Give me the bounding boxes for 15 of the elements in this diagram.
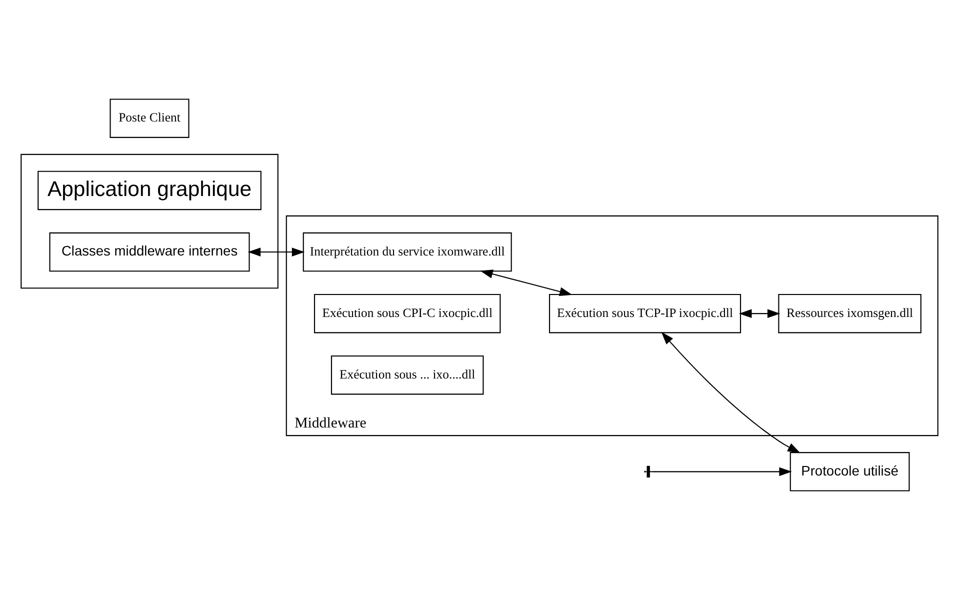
arrow: [480, 269, 572, 296]
node-box: Exécution sous ... ixo....dll: [330, 354, 484, 394]
node-box: Poste Client: [110, 98, 190, 138]
arrow: [248, 247, 305, 256]
arrow: [646, 466, 792, 476]
arrow: [661, 331, 800, 453]
node-box: Exécution sous TCP-IP ixocpic.dll: [549, 293, 742, 333]
node-box: Exécution sous CPI-C ixocpic.dll: [314, 293, 501, 333]
arrow: [738, 308, 780, 318]
node-box: Protocole utilisé: [790, 452, 910, 491]
cluster: [20, 153, 278, 288]
node-box: Application graphique: [38, 170, 262, 210]
node-box: Interprétation du service ixomware.dll: [302, 232, 512, 272]
node-box: Ressources ixomsgen.dll: [778, 293, 922, 333]
node-box: Classes middleware internes: [49, 232, 250, 272]
